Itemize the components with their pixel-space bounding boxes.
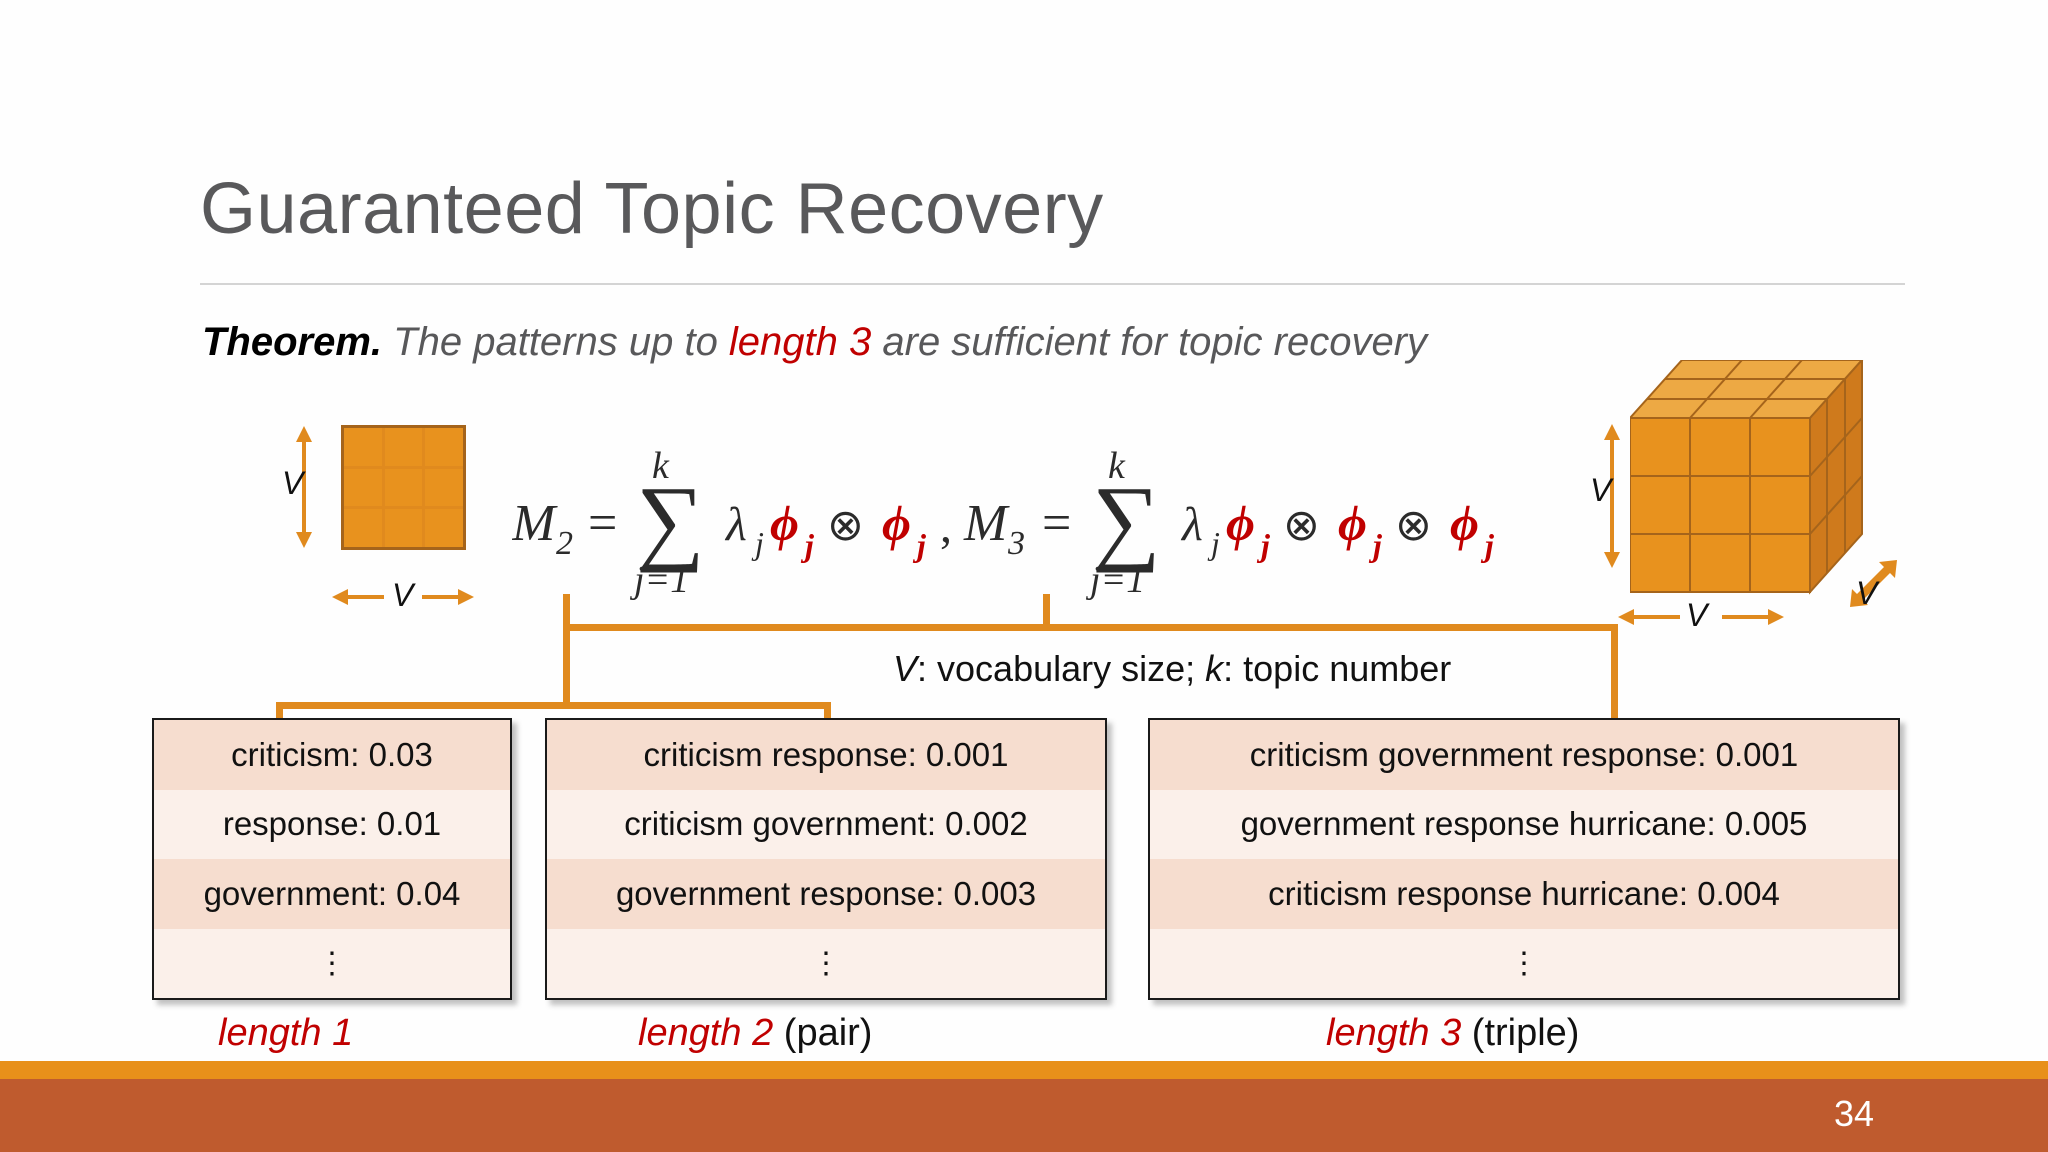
svg-text:⊗: ⊗ — [827, 501, 864, 550]
svg-text:3: 3 — [1007, 525, 1025, 562]
pattern-list-length-2: criticism response: 0.001 criticism gove… — [545, 718, 1107, 1000]
matrix-cell — [384, 468, 423, 507]
connector-m2-stem — [563, 594, 570, 709]
list-item: government response hurricane: 0.005 — [1150, 789, 1898, 859]
list-item: criticism response: 0.001 — [547, 720, 1105, 790]
legend-v-symbol: V — [893, 648, 918, 689]
svg-text:∑: ∑ — [636, 466, 704, 573]
list-item: criticism government response: 0.001 — [1150, 720, 1898, 790]
svg-text:⊗: ⊗ — [1283, 501, 1320, 550]
theorem-text-part2: are sufficient for topic recovery — [871, 320, 1428, 364]
matrix-horizontal-dimension-arrow-icon — [330, 586, 476, 608]
caption-length-3: length 3 (triple) — [1326, 1012, 1579, 1055]
svg-text:ϕ: ϕ — [1338, 495, 1367, 551]
title-divider — [200, 283, 1905, 285]
svg-text:=: = — [588, 495, 617, 552]
list-item: criticism: 0.03 — [154, 720, 510, 790]
svg-text:j: j — [1480, 527, 1494, 563]
cube-horizontal-label: V — [1686, 597, 1708, 633]
svg-text:M: M — [512, 495, 558, 552]
legend-k-symbol: k — [1205, 648, 1224, 689]
page-title: Guaranteed Topic Recovery — [200, 169, 1104, 249]
tensor-cube-diagram — [1630, 360, 1870, 610]
list-item: response: 0.01 — [154, 789, 510, 859]
svg-text:,: , — [940, 500, 952, 553]
matrix-cell — [344, 468, 382, 507]
matrix-cell — [425, 428, 463, 466]
theorem-highlight: length 3 — [728, 320, 872, 364]
theorem-text-part1: The patterns up to — [382, 320, 729, 364]
matrix-cell — [425, 509, 463, 547]
connector-box2-drop — [824, 702, 831, 722]
footer-band — [0, 1079, 2048, 1152]
svg-text:j: j — [912, 527, 926, 563]
svg-text:ϕ: ϕ — [882, 495, 911, 551]
connector-m3-stem — [1043, 594, 1050, 630]
matrix-horizontal-label: V — [392, 577, 414, 613]
svg-text:∑: ∑ — [1092, 466, 1160, 573]
svg-text:⊗: ⊗ — [1395, 501, 1432, 550]
svg-text:j: j — [1256, 527, 1270, 563]
caption-length-2: length 2 (pair) — [638, 1012, 872, 1055]
matrix-vertical-label: V — [282, 465, 304, 501]
cube-vertical-dimension-arrow-icon — [1601, 422, 1623, 570]
svg-text:j: j — [751, 525, 764, 561]
svg-text:2: 2 — [556, 525, 573, 562]
matrix-vertical-dimension-arrow-icon — [293, 424, 315, 550]
svg-text:j: j — [1368, 527, 1382, 563]
svg-text:=: = — [1042, 495, 1071, 552]
svg-text:k: k — [652, 445, 670, 487]
svg-text:j: j — [800, 527, 814, 563]
legend-text: V: vocabulary size; k: topic number — [893, 648, 1451, 690]
list-item: government: 0.04 — [154, 859, 510, 929]
pattern-list-length-1: criticism: 0.03 response: 0.01 governmen… — [152, 718, 512, 1000]
connector-box3-drop — [1611, 624, 1618, 720]
moment-equations: M 2 = k ∑ j=1 λ j ϕ j ⊗ ϕ j , M 3 = — [512, 432, 1592, 602]
pattern-list-length-3: criticism government response: 0.001 gov… — [1148, 718, 1900, 1000]
matrix-cell — [344, 428, 382, 466]
svg-text:ϕ: ϕ — [1450, 495, 1479, 551]
cube-depth-dimension-arrow-icon — [1839, 556, 1901, 618]
connector-top-bar — [563, 624, 1618, 631]
matrix-cell — [384, 509, 423, 547]
svg-text:j=1: j=1 — [629, 559, 689, 601]
svg-text:j: j — [1207, 525, 1220, 561]
caption-red-text: length 1 — [218, 1012, 354, 1054]
matrix-diagram — [341, 425, 466, 550]
legend-k-text: : topic number — [1223, 648, 1452, 689]
caption-red-text: length 2 — [638, 1012, 774, 1054]
list-item-ellipsis: ⋮ — [154, 928, 510, 998]
legend-v-text: : vocabulary size; — [917, 648, 1206, 689]
theorem-statement: Theorem. The patterns up to length 3 are… — [202, 320, 1427, 365]
svg-text:λ: λ — [724, 498, 747, 551]
cube-depth-label: V — [1856, 575, 1878, 611]
page-number: 34 — [1834, 1093, 1875, 1134]
caption-rest-text: (triple) — [1461, 1012, 1580, 1054]
svg-text:ϕ: ϕ — [770, 495, 799, 551]
caption-red-text: length 3 — [1326, 1012, 1462, 1054]
cube-horizontal-dimension-arrow-icon — [1616, 606, 1786, 628]
list-item: government response: 0.003 — [547, 859, 1105, 929]
caption-rest-text: (pair) — [773, 1012, 873, 1054]
connector-box1-drop — [276, 702, 283, 722]
matrix-cell — [384, 428, 423, 466]
list-item-ellipsis: ⋮ — [547, 928, 1105, 998]
list-item: criticism government: 0.002 — [547, 789, 1105, 859]
connector-lower-bar — [276, 702, 831, 709]
caption-length-1: length 1 — [218, 1012, 353, 1055]
cube-vertical-label: V — [1590, 472, 1612, 508]
svg-text:j=1: j=1 — [1085, 559, 1145, 601]
footer-accent-stripe — [0, 1061, 2048, 1079]
svg-text:λ: λ — [1180, 498, 1203, 551]
svg-text:ϕ: ϕ — [1226, 495, 1255, 551]
theorem-label: Theorem. — [202, 320, 383, 364]
svg-text:M: M — [963, 495, 1010, 552]
list-item-ellipsis: ⋮ — [1150, 928, 1898, 998]
list-item: criticism response hurricane: 0.004 — [1150, 859, 1898, 929]
matrix-cell — [344, 509, 382, 547]
svg-text:k: k — [1108, 445, 1126, 487]
matrix-cell — [425, 468, 463, 507]
